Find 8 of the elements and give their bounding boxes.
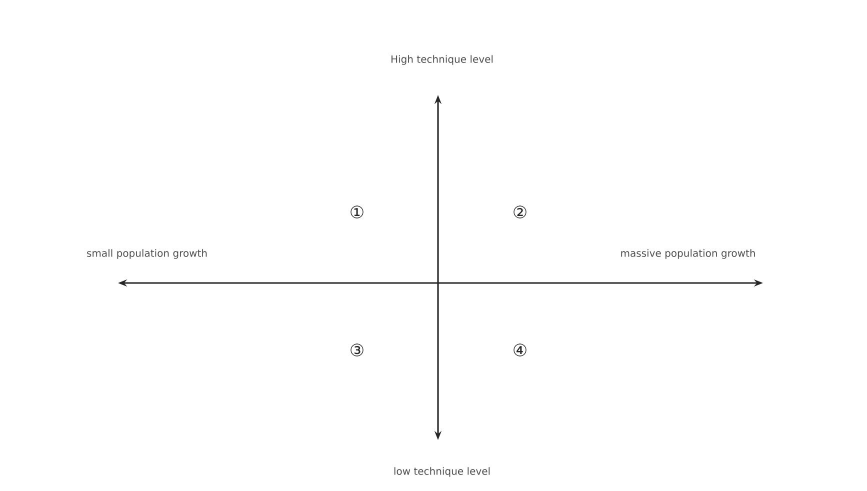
quadrant-number: ④ xyxy=(514,344,526,356)
axis-label: low technique level xyxy=(394,467,490,477)
quadrant-number: ③ xyxy=(350,344,364,356)
quadrant-number: ② xyxy=(514,206,526,218)
axis-label: High technique level xyxy=(392,55,493,65)
quadrant-number: ① xyxy=(350,206,364,218)
axis-label: massive population growth xyxy=(621,249,755,259)
axis-label: small population growth xyxy=(87,249,207,259)
